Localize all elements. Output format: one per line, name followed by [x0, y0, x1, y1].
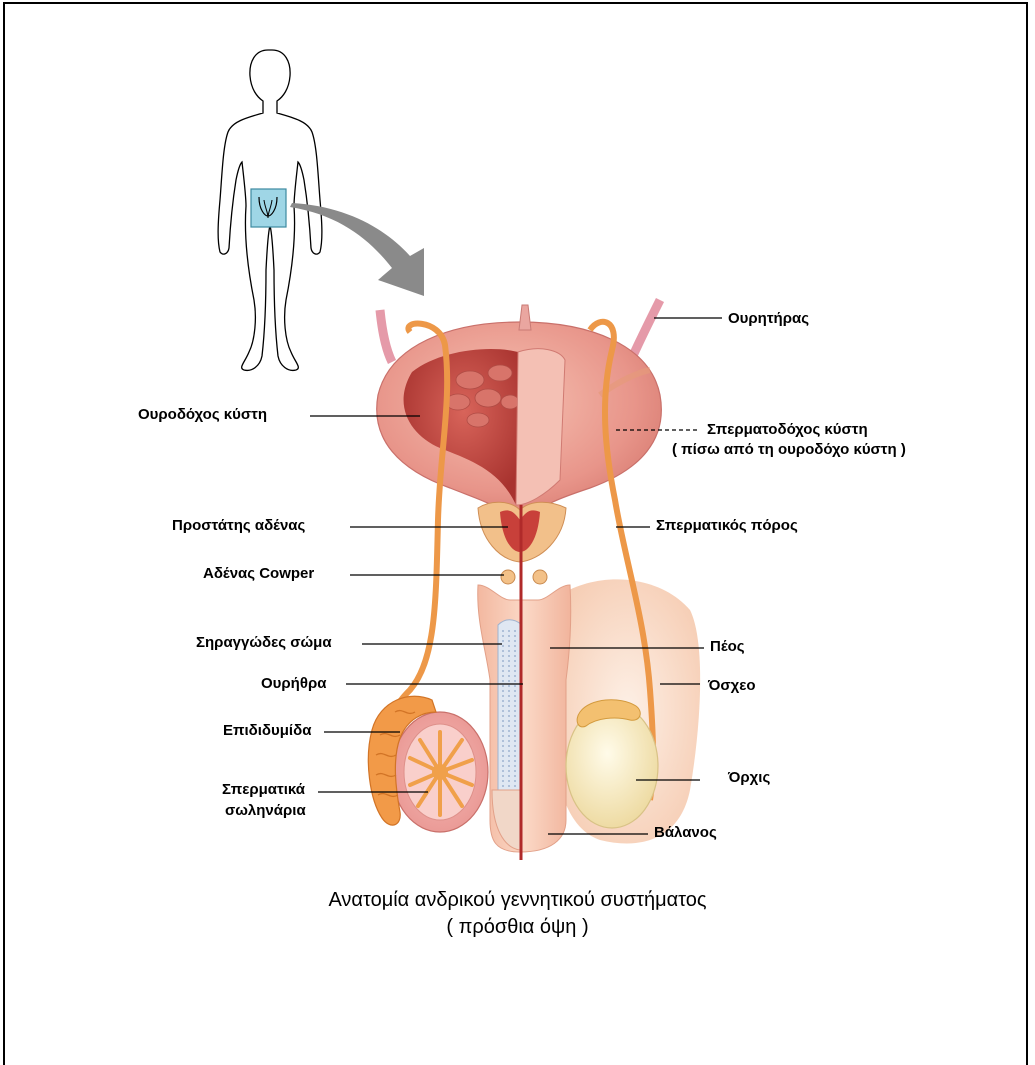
label-seminiferous-line1: Σπερματικά: [222, 780, 305, 799]
left-ureter: [380, 310, 392, 362]
label-penis: Πέος: [710, 637, 745, 656]
caption-subtitle: ( πρόσθια όψη ): [0, 914, 1035, 940]
label-vas-deferens: Σπερματικός πόρος: [656, 516, 798, 535]
label-testis: Όρχις: [728, 768, 770, 787]
label-seminal-vesicle-note: ( πίσω από τη ουροδόχο κύστη ): [672, 440, 906, 459]
label-seminiferous-line2: σωληνάρια: [225, 801, 306, 820]
label-scrotum: Όσχεο: [708, 676, 756, 695]
label-ureter: Ουρητήρας: [728, 309, 809, 328]
penis-shape: [478, 585, 571, 852]
label-glans: Βάλανος: [654, 823, 717, 842]
highlight-box: [251, 189, 286, 227]
label-urethra: Ουρήθρα: [261, 674, 326, 693]
label-bladder: Ουροδόχος κύστη: [138, 405, 267, 424]
label-epididymis: Επιδιδυμίδα: [223, 721, 311, 740]
right-ureter: [632, 300, 660, 358]
cowper-gland-left: [501, 570, 515, 584]
label-cowper: Αδένας Cowper: [203, 564, 314, 583]
left-testis-section: [392, 712, 488, 832]
urinary-bladder: [377, 305, 662, 520]
cowper-gland-right: [533, 570, 547, 584]
bladder-apex: [519, 305, 531, 330]
label-seminal-vesicle: Σπερματοδόχος κύστη: [707, 420, 868, 439]
label-prostate: Προστάτης αδένας: [172, 516, 305, 535]
label-corpus-spongiosum: Σηραγγώδες σώμα: [196, 633, 332, 652]
caption-title: Ανατομία ανδρικού γεννητικού συστήματος: [0, 887, 1035, 913]
